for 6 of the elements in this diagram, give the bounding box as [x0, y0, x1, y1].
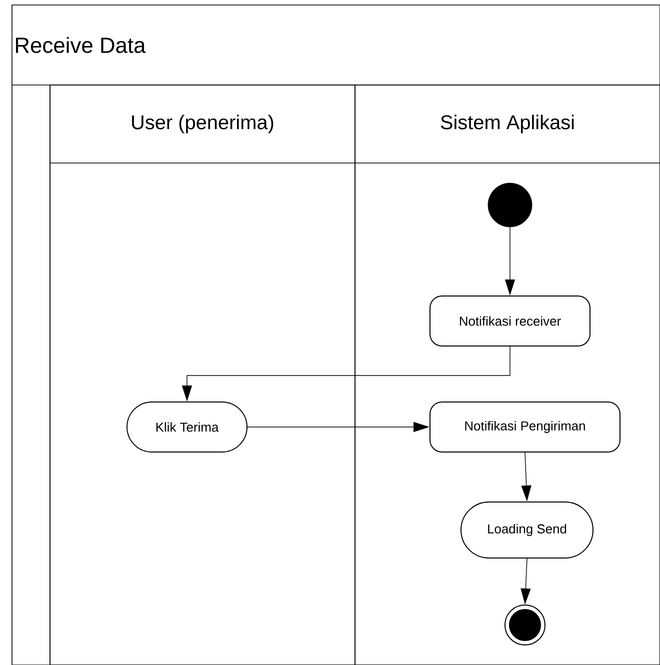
- action-box: Loading Send: [460, 502, 594, 558]
- action-box: Notifikasi Pengiriman: [430, 402, 620, 452]
- start-node: [488, 182, 532, 228]
- end-node: [504, 604, 546, 646]
- action-box: Notifikasi receiver: [430, 296, 590, 346]
- action-box: Klik Terima: [126, 402, 248, 452]
